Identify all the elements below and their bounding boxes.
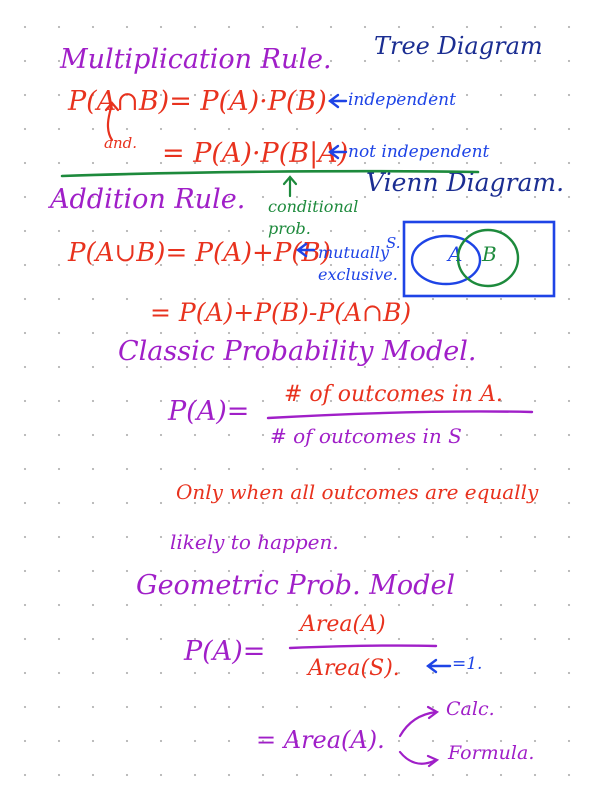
venn-diagram-label: Vienn Diagram. xyxy=(366,168,565,197)
equally-likely-line-1: Only when all outcomes are equally xyxy=(176,480,539,504)
classic-fraction-bar xyxy=(266,410,534,420)
venn-s-label: S. xyxy=(386,234,401,252)
arrow-calc xyxy=(398,705,440,738)
classic-numerator: # of outcomes in A. xyxy=(284,382,503,407)
arrow-mutually-exclusive xyxy=(296,242,316,258)
addition-rule-heading: Addition Rule. xyxy=(50,184,246,215)
geometric-numerator: Area(A) xyxy=(300,612,386,637)
multiplication-formula-conditional: = P(A)·P(B|A) xyxy=(162,138,349,169)
arrow-equals-one xyxy=(426,658,452,674)
classic-lhs: P(A)= xyxy=(168,396,250,427)
mutually-exclusive-note: mutually exclusive. xyxy=(318,243,398,284)
classic-denominator: # of outcomes in S xyxy=(270,424,462,448)
arrow-not-independent xyxy=(328,144,348,160)
multiplication-rule-heading: Multiplication Rule. xyxy=(60,44,332,75)
calc-note: Calc. xyxy=(446,698,495,720)
independent-note: independent xyxy=(348,90,456,110)
arrow-and xyxy=(104,101,120,142)
venn-circle-b xyxy=(456,228,520,288)
addition-formula-general: = P(A)+P(B)-P(A∩B) xyxy=(150,298,412,327)
arrow-formula xyxy=(398,750,440,768)
geometric-fraction-bar xyxy=(288,644,438,650)
arrow-independent xyxy=(328,93,348,109)
classic-model-heading: Classic Probability Model. xyxy=(118,336,477,367)
not-independent-note: not independent xyxy=(348,142,490,162)
geometric-lhs: P(A)= xyxy=(184,636,266,667)
formula-note: Formula. xyxy=(448,742,535,764)
arrow-conditional xyxy=(282,175,298,198)
section-divider xyxy=(60,169,480,178)
equally-likely-line-2: likely to happen. xyxy=(170,530,339,554)
equals-one-note: =1. xyxy=(452,654,483,674)
conditional-prob-note: conditional prob. xyxy=(268,197,359,238)
geometric-model-heading: Geometric Prob. Model xyxy=(136,570,456,601)
addition-formula-exclusive: P(A∪B)= P(A)+P(B) xyxy=(68,238,331,268)
venn-sample-space xyxy=(402,220,556,298)
venn-b-label: B xyxy=(482,242,497,266)
geometric-denominator: Area(S). xyxy=(308,656,400,681)
geometric-result: = Area(A). xyxy=(256,726,385,754)
venn-circle-a xyxy=(410,234,482,286)
tree-diagram-label: Tree Diagram xyxy=(374,32,543,60)
